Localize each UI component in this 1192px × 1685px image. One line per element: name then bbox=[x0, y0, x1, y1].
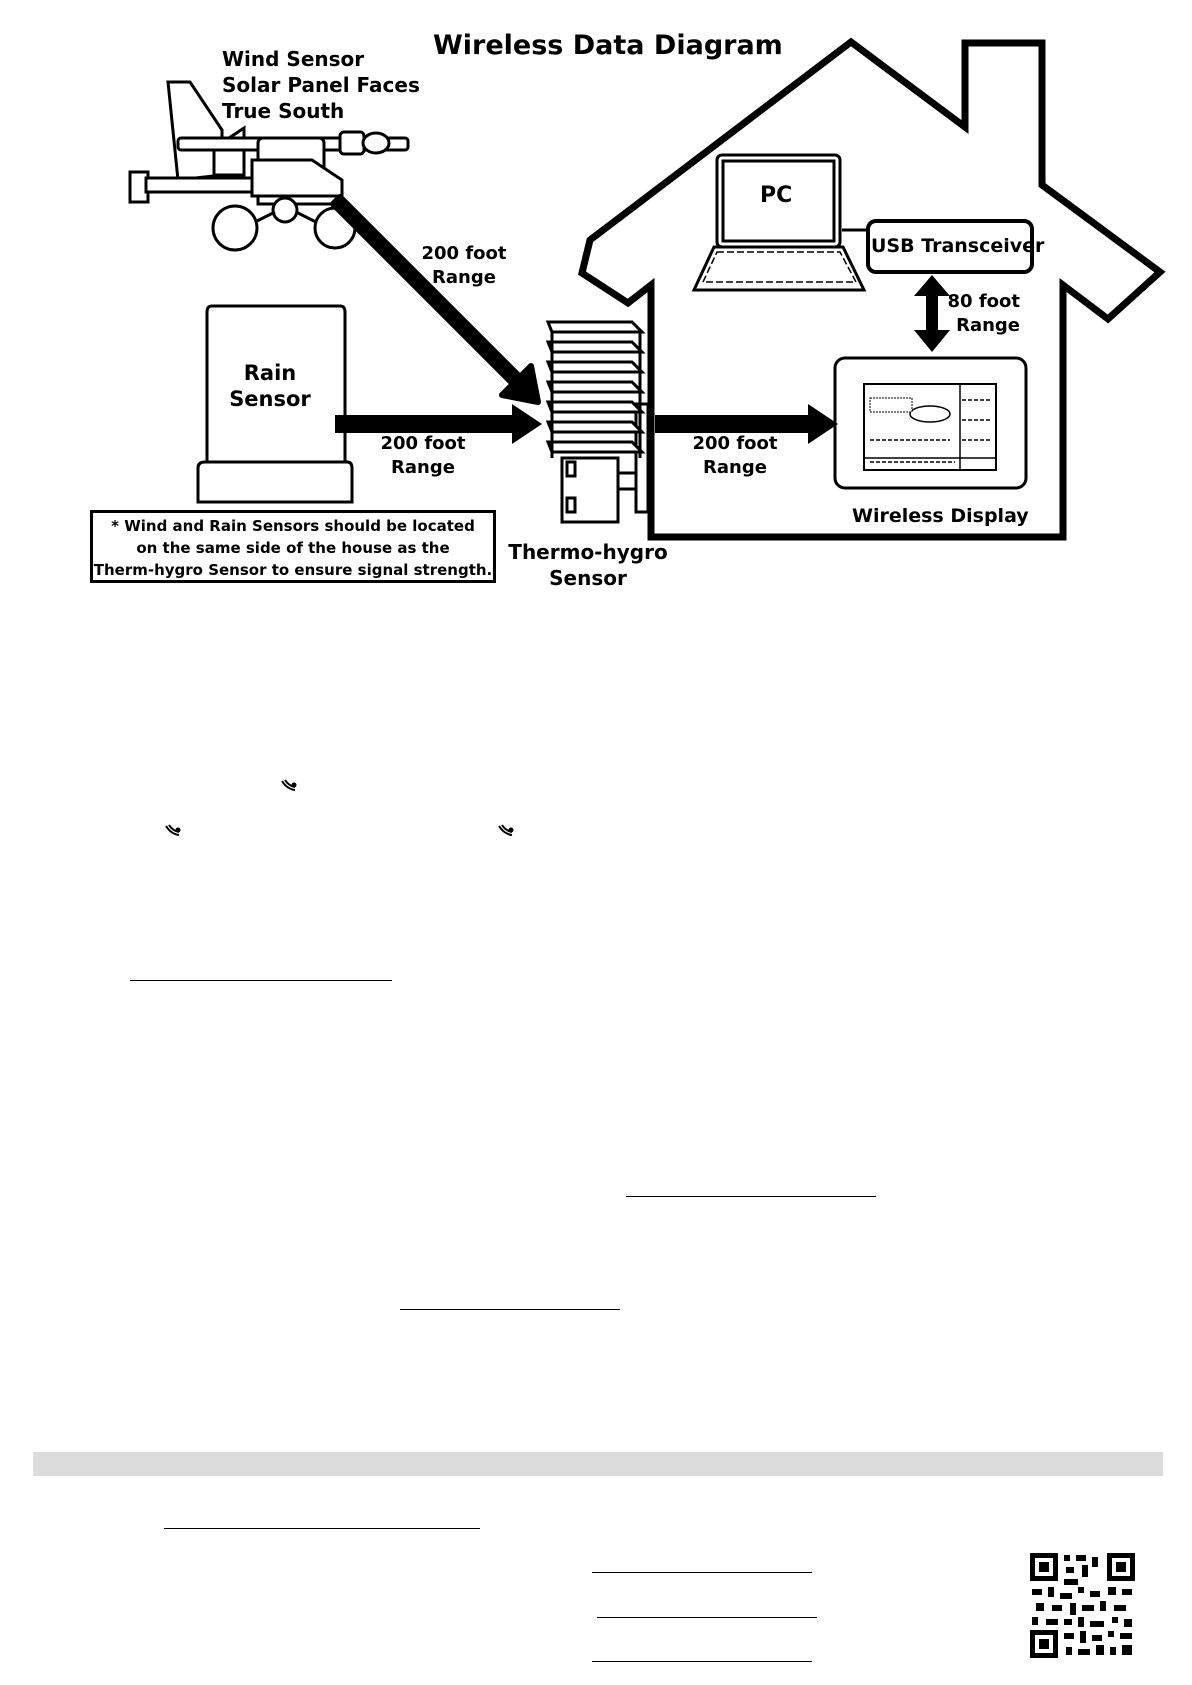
range-label-wind: 200 foot Range bbox=[419, 242, 509, 290]
wind-sensor-drawing bbox=[128, 80, 410, 252]
range-distance: 200 foot bbox=[380, 433, 466, 454]
pc-label: PC bbox=[760, 183, 793, 208]
underline-rule bbox=[626, 1196, 876, 1197]
note-line-3: Therm-hygro Sensor to ensure signal stre… bbox=[93, 561, 493, 579]
arrow-usb-to-display bbox=[914, 275, 950, 352]
thermo-hygro-label: Thermo-hygro Sensor bbox=[508, 539, 668, 591]
range-label-rain: 200 foot Range bbox=[378, 432, 468, 480]
range-word: Range bbox=[703, 457, 767, 478]
range-distance: 80 foot bbox=[947, 291, 1020, 312]
note-line-1: * Wind and Rain Sensors should be locate… bbox=[111, 517, 475, 535]
signal-wave-icon bbox=[165, 824, 181, 836]
signal-wave-icon bbox=[281, 779, 297, 791]
rain-sensor-line-2: Sensor bbox=[229, 387, 311, 411]
range-word: Range bbox=[956, 315, 1020, 336]
underline-rule bbox=[130, 980, 392, 981]
thermo-sensor-drawing bbox=[545, 320, 650, 524]
rain-sensor-line-1: Rain bbox=[243, 361, 297, 385]
thermo-line-2: Sensor bbox=[549, 566, 627, 590]
usb-transceiver-label: USB Transceiver bbox=[871, 235, 1045, 257]
link-underline[interactable] bbox=[597, 1617, 817, 1618]
range-word: Range bbox=[432, 267, 496, 288]
rain-sensor-drawing bbox=[196, 304, 354, 504]
placement-note-box: * Wind and Rain Sensors should be locate… bbox=[90, 510, 496, 583]
footer-section-bar bbox=[33, 1452, 1163, 1476]
underline-rule bbox=[400, 1309, 620, 1310]
diagram-title: Wireless Data Diagram bbox=[433, 30, 783, 61]
range-distance: 200 foot bbox=[421, 243, 507, 264]
wind-sensor-line-3: True South bbox=[222, 99, 345, 123]
range-label-display: 200 foot Range bbox=[690, 432, 780, 480]
rain-sensor-label: Rain Sensor bbox=[218, 360, 322, 412]
thermo-line-1: Thermo-hygro bbox=[508, 540, 668, 564]
arrow-rain-to-thermo bbox=[335, 404, 542, 444]
signal-wave-icon bbox=[498, 824, 514, 836]
wireless-display-label: Wireless Display bbox=[852, 505, 1029, 527]
range-distance: 200 foot bbox=[692, 433, 778, 454]
link-underline[interactable] bbox=[164, 1528, 480, 1529]
laptop-drawing bbox=[691, 153, 867, 292]
usb-transceiver-box bbox=[842, 219, 1034, 274]
range-label-usb: 80 foot Range bbox=[946, 290, 1020, 338]
range-word: Range bbox=[391, 457, 455, 478]
qr-code bbox=[1030, 1553, 1135, 1658]
wind-sensor-line-2: Solar Panel Faces bbox=[222, 73, 420, 97]
wireless-display-drawing bbox=[833, 356, 1028, 490]
arrow-wind-to-thermo bbox=[330, 194, 541, 405]
arrow-thermo-to-display bbox=[655, 404, 838, 444]
wind-sensor-line-1: Wind Sensor bbox=[222, 47, 365, 71]
link-underline[interactable] bbox=[592, 1661, 812, 1662]
link-underline[interactable] bbox=[592, 1572, 812, 1573]
note-line-2: on the same side of the house as the bbox=[136, 539, 450, 557]
wind-sensor-label: Wind Sensor Solar Panel Faces True South bbox=[222, 46, 420, 124]
